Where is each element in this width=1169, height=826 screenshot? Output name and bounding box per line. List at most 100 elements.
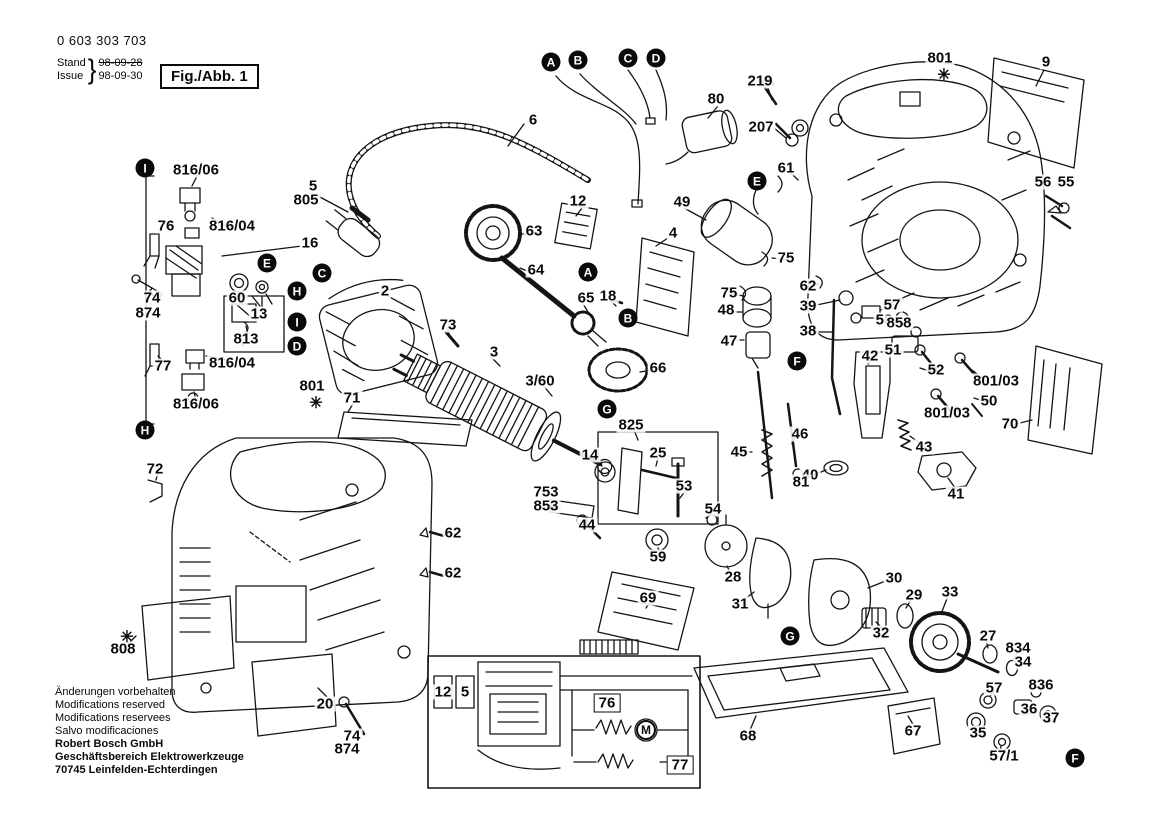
part-label-33: 33 — [939, 583, 961, 601]
part-label-68: 68 — [737, 727, 759, 745]
part-label-219: 219 — [745, 72, 775, 90]
part-label-12: 12 — [567, 192, 589, 210]
footer-notice-line: Modifications reserved — [55, 699, 166, 711]
part-label-55: 55 — [1055, 173, 1077, 191]
part-label-816-06: 816/06 — [171, 161, 221, 179]
part-label-56: 56 — [1032, 173, 1054, 191]
callout-h: H — [287, 281, 307, 301]
figure-label: Fig./Abb. 1 — [160, 64, 259, 89]
footer-notice-line: Änderungen vorbehalten — [55, 686, 176, 698]
part-label-874: 874 — [332, 740, 362, 758]
callout-d: D — [287, 336, 307, 356]
part-label-801-03: 801/03 — [922, 404, 972, 422]
part-label-801: 801 — [925, 49, 955, 67]
part-label-60: 60 — [226, 289, 248, 307]
part-label-57-1: 57/1 — [987, 747, 1021, 765]
part-label-48: 48 — [715, 301, 737, 319]
footer-notice-line: Modifications reservees — [55, 712, 171, 724]
part-label-25: 25 — [647, 444, 669, 462]
callout-g: G — [597, 399, 617, 419]
callout-f: F — [1065, 748, 1085, 768]
part-label-813: 813 — [231, 330, 261, 348]
asterisk-symbol: ✳ — [309, 395, 323, 412]
part-label-3-60: 3/60 — [523, 372, 557, 390]
part-label-13: 13 — [248, 305, 270, 323]
part-label-4: 4 — [666, 224, 680, 242]
part-label-62: 62 — [797, 277, 819, 295]
part-label-12: 12 — [432, 683, 454, 701]
callout-i: I — [135, 158, 155, 178]
part-label-20: 20 — [314, 695, 336, 713]
callout-c: C — [618, 48, 638, 68]
title-block: 0 603 303 703 Stand Issue } 98-09-28 98-… — [57, 33, 147, 85]
part-label-6: 6 — [526, 111, 540, 129]
callout-b: B — [568, 50, 588, 70]
part-label-51: 51 — [882, 341, 904, 359]
part-label-57: 57 — [881, 296, 903, 314]
part-label-18: 18 — [597, 287, 619, 305]
part-label-39: 39 — [797, 297, 819, 315]
part-label-28: 28 — [722, 568, 744, 586]
part-label-29: 29 — [903, 586, 925, 604]
footer-company-line: Geschäftsbereich Elektrowerkzeuge — [55, 751, 244, 763]
part-label-52: 52 — [925, 361, 947, 379]
callout-d: D — [646, 48, 666, 68]
stand-date: 98-09-28 — [98, 56, 143, 69]
part-label-46: 46 — [789, 425, 811, 443]
part-label-57: 57 — [983, 679, 1005, 697]
part-label-74: 74 — [141, 289, 163, 307]
part-label-67: 67 — [902, 722, 924, 740]
part-label-805: 805 — [291, 191, 321, 209]
issue-date: 98-09-30 — [98, 69, 143, 82]
part-label-77: 77 — [152, 357, 174, 375]
stand-label: Stand — [57, 56, 86, 69]
footer-company-line: Robert Bosch GmbH — [55, 738, 164, 750]
part-label-801: 801 — [297, 377, 327, 395]
part-label-2: 2 — [378, 282, 392, 300]
part-label-54: 54 — [702, 500, 724, 518]
part-label-853: 853 — [531, 497, 561, 515]
part-label-37: 37 — [1040, 709, 1062, 727]
part-label-70: 70 — [999, 415, 1021, 433]
part-label-36: 36 — [1018, 700, 1040, 718]
callout-a: A — [578, 262, 598, 282]
part-label-81: 81 — [790, 473, 812, 491]
part-label-61: 61 — [775, 159, 797, 177]
part-label-808: 808 — [108, 640, 138, 658]
part-label-65: 65 — [575, 289, 597, 307]
part-label-47: 47 — [718, 332, 740, 350]
part-label-16: 16 — [299, 234, 321, 252]
part-label-3: 3 — [487, 343, 501, 361]
part-label-49: 49 — [671, 193, 693, 211]
part-label-14: 14 — [579, 446, 601, 464]
part-label-76: 76 — [155, 217, 177, 235]
callout-g: G — [780, 626, 800, 646]
part-label-59: 59 — [647, 548, 669, 566]
part-label-44: 44 — [576, 516, 598, 534]
part-label-816-04: 816/04 — [207, 354, 257, 372]
part-label-53: 53 — [673, 477, 695, 495]
part-label-5: 5 — [306, 177, 320, 195]
part-label-5: 5 — [458, 683, 472, 701]
part-label-42: 42 — [859, 347, 881, 365]
callout-a: A — [541, 52, 561, 72]
part-label-80: 80 — [705, 90, 727, 108]
asterisk-symbol: ✳ — [120, 629, 134, 646]
part-label-71: 71 — [341, 389, 363, 407]
part-label-75: 75 — [718, 284, 740, 302]
part-label-834: 834 — [1003, 639, 1033, 657]
part-label-34: 34 — [1012, 653, 1034, 671]
callout-h: H — [135, 420, 155, 440]
part-label-41: 41 — [945, 485, 967, 503]
callout-f: F — [787, 351, 807, 371]
part-label-836: 836 — [1026, 676, 1056, 694]
part-label-816-04: 816/04 — [207, 217, 257, 235]
part-label-43: 43 — [913, 438, 935, 456]
part-label-9: 9 — [1039, 53, 1053, 71]
part-label-825: 825 — [616, 416, 646, 434]
